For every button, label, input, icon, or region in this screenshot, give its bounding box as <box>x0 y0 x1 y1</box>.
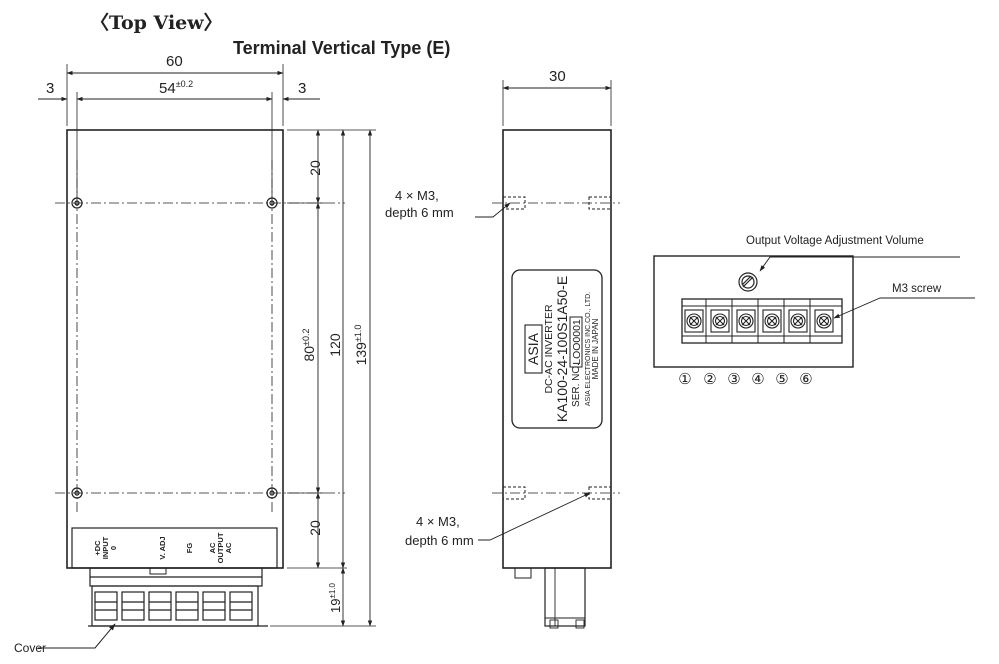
label-dc-plus: +DC <box>93 540 102 556</box>
terminal-block <box>88 567 268 627</box>
dim-top-offset: 20 <box>307 160 323 176</box>
front-view <box>38 64 376 649</box>
label-v-adj: V. ADJ <box>158 536 167 559</box>
nameplate-model: KA100-24-100S1A50-E <box>554 276 570 422</box>
mount-top-line2: depth 6 mm <box>385 205 454 220</box>
terminal-detail-labels: Output Voltage Adjustment Volume M3 scre… <box>678 235 942 388</box>
view-label: 〈Top View〉 <box>90 12 223 34</box>
nameplate-origin: MADE IN JAPAN <box>591 318 600 379</box>
label-ac-1: AC <box>208 542 217 553</box>
terminal-number-1: ① <box>678 371 691 388</box>
dim-overall-width: 60 <box>166 53 183 70</box>
dim-hole-pitch: 80±0.2 <box>301 328 317 361</box>
m3-screw-icon <box>684 309 834 333</box>
drawing-title: Terminal Vertical Type (E) <box>233 38 451 58</box>
nameplate-outline <box>511 269 603 429</box>
terminal-detail <box>653 255 975 368</box>
volume-label: Output Voltage Adjustment Volume <box>746 235 924 247</box>
terminal-number-3: ③ <box>727 371 740 388</box>
side-view-labels: 30 4 × M3, depth 6 mm 4 × M3, depth 6 mm <box>385 68 566 548</box>
nameplate-ser-no: LOO0001 <box>571 319 583 365</box>
nameplate: ASIA DC-AC INVERTER KA100-24-100S1A50-E … <box>524 276 600 422</box>
mount-bottom-line2: depth 6 mm <box>405 533 474 548</box>
dim-hole-spacing: 54±0.2 <box>159 79 193 97</box>
mount-bottom-line1: 4 × M3, <box>416 514 460 529</box>
nameplate-line1: DC-AC INVERTER <box>543 304 555 393</box>
front-view-labels: 60 54±0.2 3 3 20 80±0.2 20 120 139±1.0 1… <box>14 53 369 655</box>
label-ac-2: AC <box>224 542 233 553</box>
nameplate-brand: ASIA <box>525 332 541 365</box>
dim-depth: 30 <box>549 68 566 85</box>
label-fg: FG <box>185 543 194 554</box>
label-output: OUTPUT <box>216 532 225 563</box>
dim-margin-left: 3 <box>46 80 54 97</box>
screw-label: M3 screw <box>892 283 942 295</box>
dim-overall-height: 139±1.0 <box>353 325 369 366</box>
terminal-strip <box>681 298 843 344</box>
terminal-number-4: ④ <box>751 371 764 388</box>
dim-bottom-offset: 20 <box>307 520 323 536</box>
terminal-detail-frame <box>653 255 854 368</box>
terminal-number-6: ⑥ <box>799 371 812 388</box>
mounting-hole-icon <box>71 197 278 499</box>
adjustment-volume-icon <box>738 272 758 292</box>
terminal-number-2: ② <box>703 371 716 388</box>
dim-terminal-height: 19±1.0 <box>328 582 343 613</box>
cover-leader <box>38 623 116 649</box>
panel-labels: +DC INPUT 0 V. ADJ FG AC OUTPUT AC <box>93 532 233 563</box>
terminal-number-5: ⑤ <box>775 371 788 388</box>
nameplate-ser-prefix: SER. NO. <box>571 363 582 407</box>
dim-margin-right: 3 <box>298 80 306 97</box>
label-dc-input: INPUT <box>101 536 110 559</box>
front-body-outline <box>66 129 284 569</box>
dim-mid-height: 120 <box>327 333 343 357</box>
mount-top-line1: 4 × M3, <box>395 188 439 203</box>
nameplate-maker: ASIA ELECTRONICS INC.CO., LTD. <box>585 292 592 406</box>
cover-label: Cover <box>14 641 46 655</box>
side-view <box>475 80 620 629</box>
label-dc-zero: 0 <box>109 546 118 550</box>
hidden-thread-top <box>502 196 612 210</box>
